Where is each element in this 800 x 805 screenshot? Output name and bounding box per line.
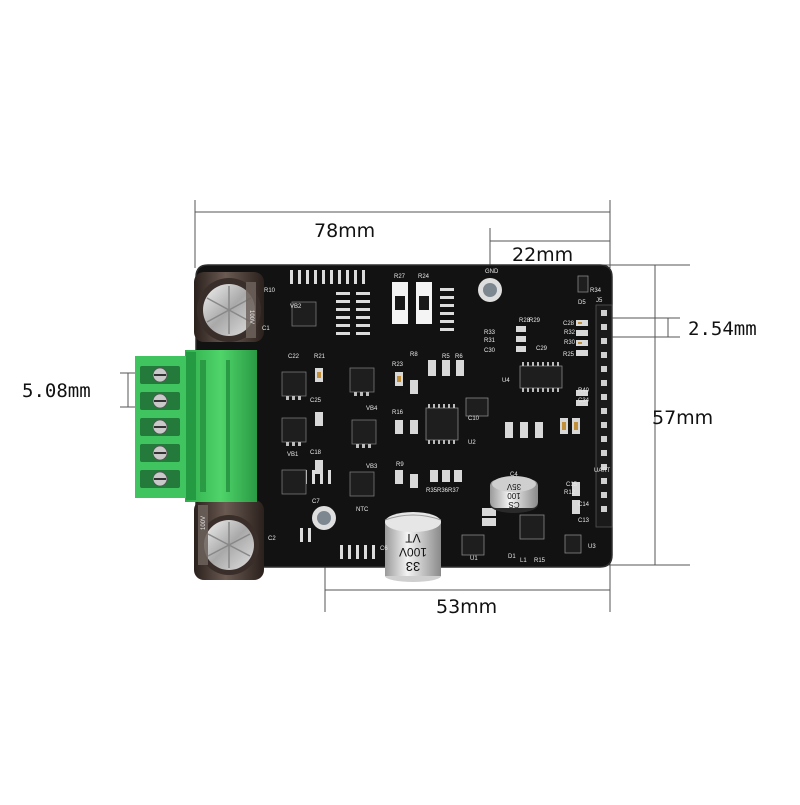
shunt-resistors — [392, 282, 432, 324]
cap-big-line2: 100V — [399, 545, 427, 559]
cap-small-line1: CS — [508, 500, 519, 509]
smd-passives — [315, 320, 588, 526]
label-r33: R33 — [484, 330, 496, 336]
label-r27: R27 — [394, 274, 406, 280]
cap-big-line3: VT — [405, 531, 421, 545]
label-c13: C13 — [578, 518, 590, 524]
capacitor-c4 — [490, 476, 538, 513]
label-c29: C29 — [536, 346, 548, 352]
cap-left-bot-rating: 100V — [201, 516, 207, 530]
controller-ic — [425, 404, 459, 444]
label-c25: C25 — [310, 398, 322, 404]
label-r24: R24 — [418, 274, 430, 280]
label-r16: R16 — [392, 410, 404, 416]
label-c28: C28 — [563, 321, 575, 327]
label-r32: R32 — [564, 330, 576, 336]
label-r23: R23 — [392, 362, 404, 368]
dimension-terminal-pitch: 5.08mm — [22, 380, 91, 402]
silkscreen-slots — [290, 270, 454, 559]
label-r35-37: R35R36R37 — [426, 488, 460, 494]
capacitor-c1 — [194, 272, 264, 342]
dimension-width-offset: 22mm — [512, 244, 574, 266]
label-c34: C34 — [578, 398, 590, 404]
label-vb3: VB3 — [366, 464, 378, 470]
label-d1: D1 — [508, 554, 516, 560]
label-c15: C15 — [566, 482, 578, 488]
label-gnd: GND — [485, 269, 499, 275]
label-r5: R5 — [442, 354, 450, 360]
label-r34: R34 — [590, 288, 602, 294]
label-r15: R15 — [534, 558, 546, 564]
silkscreen-labels: GND NTC UART U1 U2 U3 U4 R10 R21 R23 R16… — [262, 269, 611, 564]
small-ics — [461, 275, 589, 556]
pin-header-j5 — [595, 304, 613, 528]
dimension-pin-pitch: 2.54mm — [688, 318, 757, 340]
label-r21: R21 — [314, 354, 326, 360]
label-c6: C6 — [380, 546, 388, 552]
label-r40: R40 — [578, 388, 590, 394]
label-r30: R30 — [564, 340, 576, 346]
label-c1: C1 — [262, 326, 270, 332]
label-r10: R10 — [264, 288, 276, 294]
label-c2: C2 — [268, 536, 276, 542]
label-u3: U3 — [588, 544, 596, 550]
label-r6: R6 — [455, 354, 463, 360]
label-j5: J5 — [596, 298, 603, 304]
label-r28: R28 — [519, 318, 531, 324]
mounting-hole-bottom — [312, 506, 336, 530]
label-r9: R9 — [396, 462, 404, 468]
capacitor-large-label: 33 100V VT — [399, 531, 427, 574]
label-u1: U1 — [470, 556, 478, 562]
label-c30: C30 — [484, 348, 496, 354]
label-vb1: VB1 — [287, 452, 299, 458]
label-d5: D5 — [578, 300, 586, 306]
capacitor-c4-label: CS 100 35V — [506, 482, 521, 509]
mosfet-array — [281, 301, 377, 497]
label-c14: C14 — [578, 502, 590, 508]
capacitor-large — [384, 512, 442, 582]
label-c18: C18 — [310, 450, 322, 456]
screw-terminal-block — [135, 350, 257, 502]
mounting-hole-gnd — [478, 278, 502, 302]
cap-big-line1: 33 — [406, 559, 420, 574]
label-r25: R25 — [563, 352, 575, 358]
dimension-width-total: 78mm — [314, 220, 376, 242]
label-c4: C4 — [510, 472, 518, 478]
label-c7: C7 — [312, 499, 320, 505]
label-u4: U4 — [502, 378, 510, 384]
label-c10: C10 — [468, 416, 480, 422]
label-vb2: VB2 — [290, 304, 302, 310]
dimension-height-total: 57mm — [652, 407, 714, 429]
label-r12: R12 — [564, 490, 576, 496]
cap-left-top-rating: 100V — [248, 310, 254, 324]
dimension-width-lower: 53mm — [436, 596, 498, 618]
cap-small-line2: 100 — [507, 491, 521, 500]
cap-small-line3: 35V — [506, 482, 521, 491]
mosfet-pins — [286, 392, 371, 448]
label-r31: R31 — [484, 338, 496, 344]
label-uart: UART — [594, 468, 611, 474]
capacitor-c2 — [194, 500, 264, 580]
label-l1: L1 — [520, 558, 527, 564]
label-c22: C22 — [288, 354, 300, 360]
label-r8: R8 — [410, 352, 418, 358]
label-u2: U2 — [468, 440, 476, 446]
label-r29: R29 — [529, 318, 541, 324]
interface-ic-u4 — [519, 362, 563, 392]
label-vb4: VB4 — [366, 406, 378, 412]
label-ntc: NTC — [356, 507, 369, 513]
